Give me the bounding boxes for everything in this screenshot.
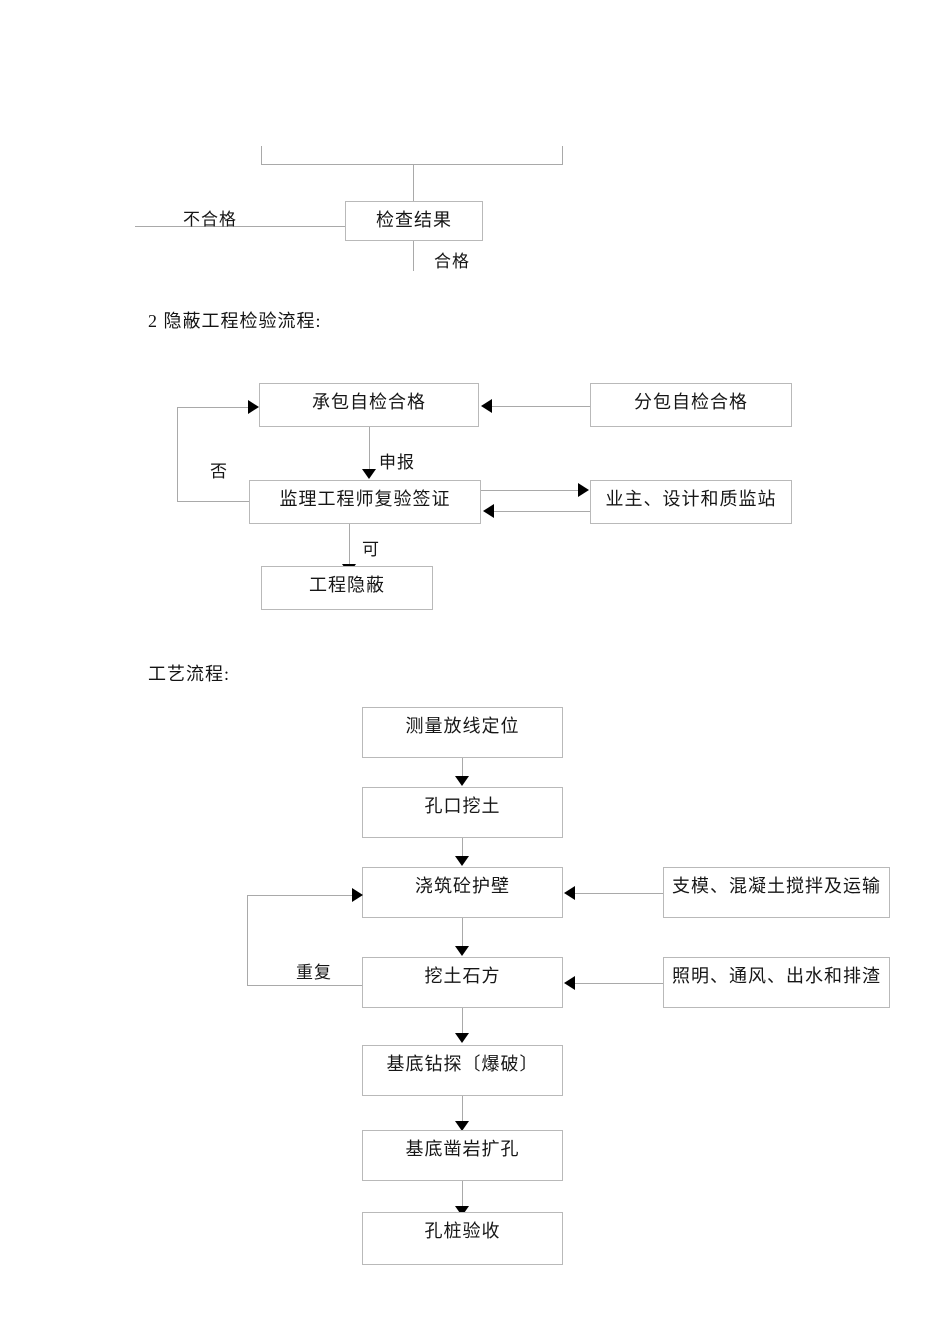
subcontractor-to-contractor-line bbox=[492, 406, 590, 407]
lighting-ventilation-water-slag-box[interactable]: 照明、通风、出水和排渣 bbox=[663, 957, 890, 1008]
supervisor-to-owner-arrow bbox=[578, 483, 589, 497]
cast-concrete-retaining-wall-box[interactable]: 浇筑砼护壁 bbox=[362, 867, 563, 918]
formwork-to-castwall-line bbox=[575, 893, 663, 894]
bracket-right-stub bbox=[562, 146, 563, 165]
survey-setout-position-box[interactable]: 测量放线定位 bbox=[362, 707, 563, 758]
fail-branch-label: 不合格 bbox=[183, 210, 237, 229]
repeat-loop-vertical-line bbox=[247, 895, 248, 986]
contractor-self-check-box[interactable]: 承包自检合格 bbox=[259, 383, 479, 427]
subcontractor-self-check-box[interactable]: 分包自检合格 bbox=[590, 383, 792, 427]
bracket-center-connector bbox=[413, 164, 414, 202]
base-drilling-blasting-box[interactable]: 基底钻探〔爆破〕 bbox=[362, 1045, 563, 1096]
lighting-to-earthrock-arrow bbox=[564, 976, 575, 990]
repeat-loop-arrow bbox=[352, 888, 363, 902]
hole-to-castwall-arrow bbox=[455, 856, 469, 866]
declare-branch-label: 申报 bbox=[379, 453, 415, 472]
formwork-concrete-mixing-transport-box[interactable]: 支模、混凝土搅拌及运输 bbox=[663, 867, 890, 918]
drilling-to-chisel-line bbox=[462, 1096, 463, 1124]
pile-hole-acceptance-box[interactable]: 孔桩验收 bbox=[362, 1212, 563, 1265]
section-heading-concealed-works: 2 隐蔽工程检验流程: bbox=[148, 311, 322, 331]
no-loop-top-line bbox=[177, 407, 249, 408]
owner-design-quality-station-box[interactable]: 业主、设计和质监站 bbox=[590, 480, 792, 524]
repeat-loop-bottom-line bbox=[247, 985, 365, 986]
pass-branch-line bbox=[413, 241, 414, 271]
supervisor-recheck-sign-box[interactable]: 监理工程师复验签证 bbox=[249, 480, 481, 524]
hole-to-castwall-line bbox=[462, 838, 463, 860]
bracket-left-stub bbox=[261, 146, 262, 165]
subcontractor-to-contractor-arrow bbox=[481, 399, 492, 413]
castwall-to-earthrock-line bbox=[462, 918, 463, 950]
drilling-to-chisel-arrow bbox=[455, 1121, 469, 1131]
repeat-loop-label: 重复 bbox=[296, 963, 332, 982]
survey-to-hole-line bbox=[462, 758, 463, 780]
no-loop-bottom-line bbox=[177, 501, 255, 502]
chisel-to-acceptance-arrow bbox=[455, 1206, 469, 1216]
castwall-to-earthrock-arrow bbox=[455, 946, 469, 956]
no-loop-vertical-line bbox=[177, 407, 178, 502]
section-heading-process-flow: 工艺流程: bbox=[148, 664, 231, 684]
survey-to-hole-arrow bbox=[455, 776, 469, 786]
formwork-to-castwall-arrow bbox=[564, 886, 575, 900]
bracket-horizontal bbox=[261, 164, 563, 165]
no-loop-arrow bbox=[248, 400, 259, 414]
pass-branch-label: 合格 bbox=[434, 252, 470, 271]
declare-connector-arrow bbox=[362, 469, 376, 479]
owner-to-supervisor-arrow bbox=[483, 504, 494, 518]
earth-rock-excavation-box[interactable]: 挖土石方 bbox=[362, 957, 563, 1008]
hole-mouth-excavation-box[interactable]: 孔口挖土 bbox=[362, 787, 563, 838]
supervisor-to-owner-line bbox=[481, 490, 579, 491]
ok-branch-label: 可 bbox=[362, 540, 380, 559]
repeat-loop-top-line bbox=[247, 895, 353, 896]
works-concealed-box[interactable]: 工程隐蔽 bbox=[261, 566, 433, 610]
declare-connector-line bbox=[369, 427, 370, 471]
ok-connector-line bbox=[349, 524, 350, 566]
fail-branch-line bbox=[135, 226, 345, 227]
earthrock-to-drilling-arrow bbox=[455, 1033, 469, 1043]
chisel-to-acceptance-line bbox=[462, 1181, 463, 1209]
inspection-result-box[interactable]: 检查结果 bbox=[345, 201, 483, 241]
no-branch-label: 否 bbox=[210, 462, 228, 481]
base-rock-chiselling-expansion-box[interactable]: 基底凿岩扩孔 bbox=[362, 1130, 563, 1181]
earthrock-to-drilling-line bbox=[462, 1008, 463, 1036]
lighting-to-earthrock-line bbox=[575, 983, 663, 984]
owner-to-supervisor-line bbox=[494, 511, 590, 512]
